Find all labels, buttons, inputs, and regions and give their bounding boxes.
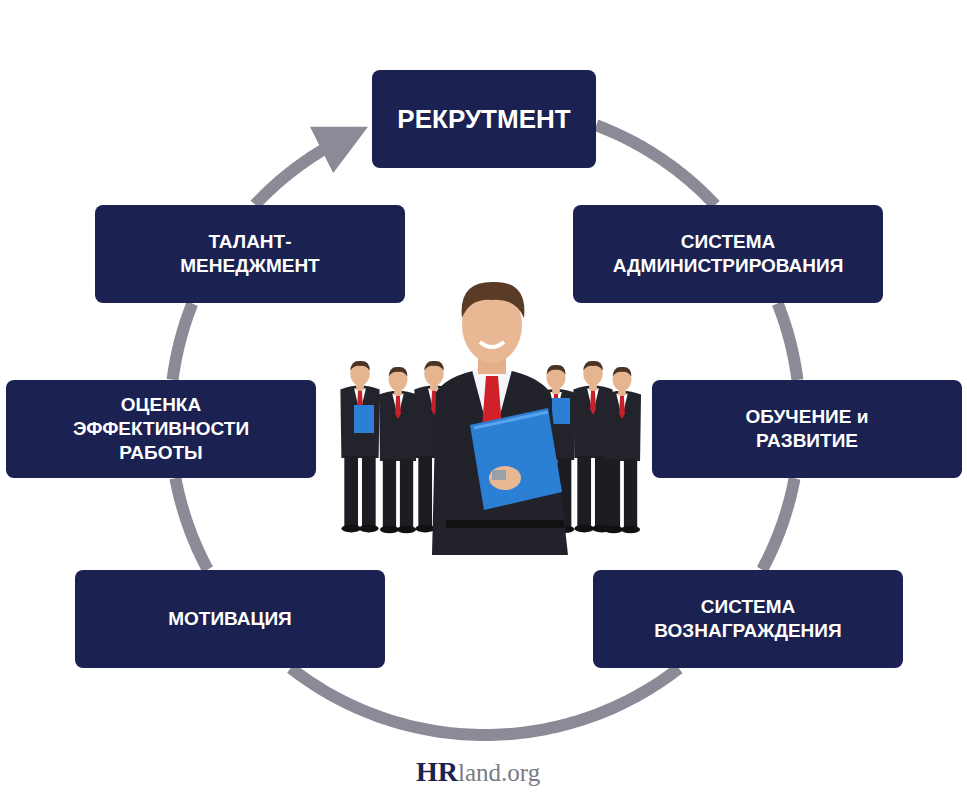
main-person xyxy=(432,282,568,555)
box-label: ОЦЕНКА ЭФФЕКТИВНОСТИ РАБОТЫ xyxy=(41,393,281,464)
person-figure xyxy=(603,367,641,533)
process-box: ТАЛАНТ- МЕНЕДЖМЕНТ xyxy=(95,205,405,303)
box-label: ТАЛАНТ- МЕНЕДЖМЕНТ xyxy=(150,230,350,278)
folder xyxy=(552,398,570,424)
cycle-arc xyxy=(173,304,193,380)
person-figure xyxy=(379,367,417,533)
box-label: СИСТЕМА ВОЗНАГРАЖДЕНИЯ xyxy=(623,595,873,643)
box-label: СИСТЕМА АДМИНИСТРИРОВАНИЯ xyxy=(598,230,858,278)
cycle-arc xyxy=(255,132,357,205)
logo-text: HR xyxy=(416,756,458,788)
process-box: СИСТЕМА ВОЗНАГРАЖДЕНИЯ xyxy=(593,570,903,668)
process-box: СИСТЕМА АДМИНИСТРИРОВАНИЯ xyxy=(573,205,883,303)
site-logo: HRland.org xyxy=(416,756,540,788)
cycle-arc xyxy=(291,668,679,735)
box-label: МОТИВАЦИЯ xyxy=(168,607,292,631)
cycle-arc xyxy=(175,478,207,569)
process-box: ОЦЕНКА ЭФФЕКТИВНОСТИ РАБОТЫ xyxy=(6,380,316,478)
cycle-arc xyxy=(762,478,795,570)
process-box: ОБУЧЕНИЕ и РАЗВИТИЕ xyxy=(652,380,962,478)
box-label: ОБУЧЕНИЕ и РАЗВИТИЕ xyxy=(722,405,892,453)
cycle-arc xyxy=(596,125,715,205)
folder xyxy=(354,405,374,433)
process-box: РЕКРУТМЕНТ xyxy=(372,70,596,168)
process-box: МОТИВАЦИЯ xyxy=(75,570,385,668)
box-label: РЕКРУТМЕНТ xyxy=(397,103,570,136)
cycle-arc xyxy=(778,303,798,379)
logo-text: land.org xyxy=(458,759,540,787)
person-figure xyxy=(340,361,379,533)
